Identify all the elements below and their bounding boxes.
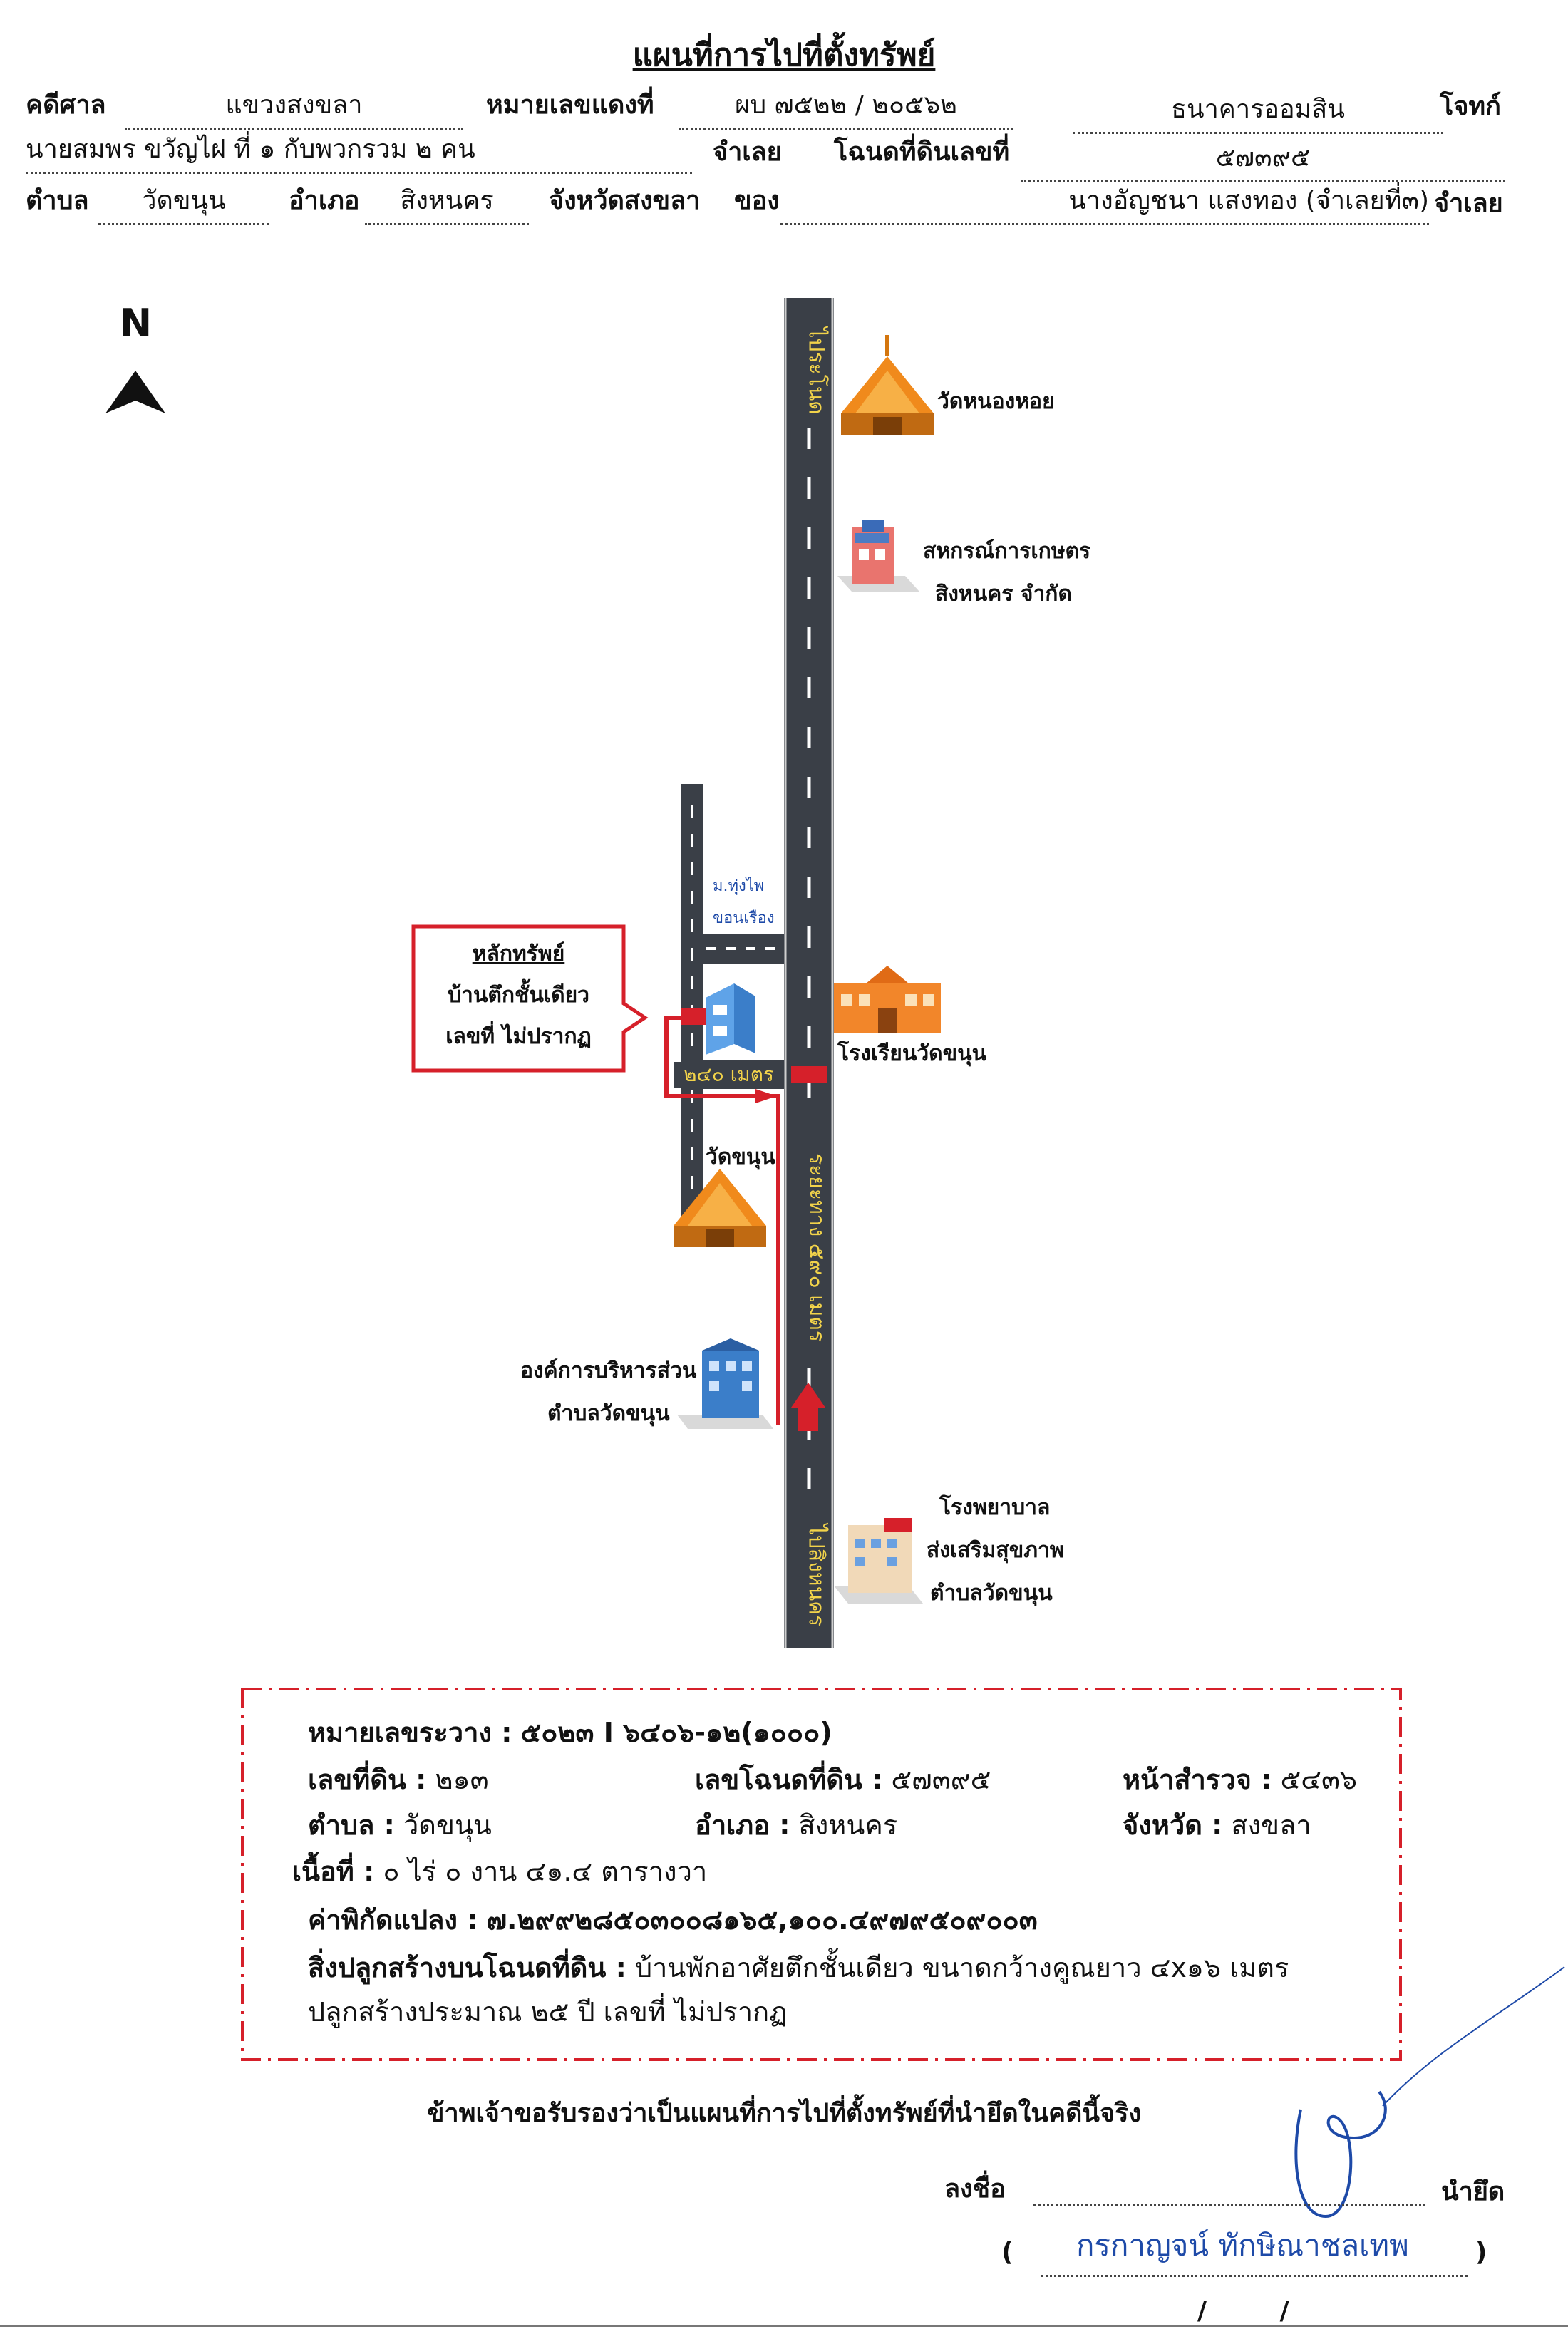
sign-role: นำยึด [1441, 2177, 1505, 2206]
info-province: จังหวัด : สงขลา [1123, 1803, 1311, 1847]
paren-open: ( [1001, 2238, 1013, 2267]
property-callout [411, 924, 649, 1073]
handwritten-note-1: ม.ทุ่งไพ [713, 877, 765, 895]
info-district-label: อำเภอ : [695, 1809, 790, 1841]
info-coord: ค่าพิกัดแปลง : ๗.๒๙๙๒๘๕๐๓๐๐๘๑๖๕,๑๐๐.๔๙๗๙… [308, 1898, 1038, 1941]
property-box-title: หลักทรัพย์ [472, 941, 565, 966]
landmark-hospital-line1: โรงพยาบาล [939, 1495, 1051, 1520]
info-area-label: เนื้อที่ : [292, 1856, 375, 1887]
bottom-edge-line [0, 2325, 1568, 2327]
defendant-label: จำเลย [713, 138, 782, 167]
certification-text: ข้าพเจ้าขอรับรองว่าเป็นแผนที่การไปที่ตั้… [426, 2099, 1142, 2128]
info-sheet-value: ๕๐๒๓ I ๖๔๐๖-๑๒(๑๐๐๐) [520, 1717, 832, 1748]
info-sheet-label: หมายเลขระวาง : [308, 1717, 512, 1748]
info-area-value: ๐ ไร่ ๐ งาน ๔๑.๔ ตารางวา [383, 1856, 708, 1887]
sao-building-icon [677, 1338, 773, 1429]
road-bottom-label: ไปสิงหนคร [803, 1524, 829, 1626]
info-survey: หน้าสำรวจ : ๕๔๓๖ [1123, 1757, 1357, 1801]
info-coord-label: ค่าพิกัดแปลง : [308, 1904, 478, 1936]
info-coord-value: ๗.๒๙๙๒๘๕๐๓๐๐๘๑๖๕,๑๐๐.๔๙๗๙๕๐๙๐๐๓ [486, 1904, 1038, 1936]
province-label: จังหวัดสงขลา [549, 186, 701, 215]
north-label: N [120, 301, 153, 346]
district-label: อำเภอ [289, 186, 360, 215]
north-arrow-icon [105, 371, 165, 413]
info-subdistrict: ตำบล : วัดขนุน [308, 1803, 492, 1847]
info-district-value: สิงหนคร [798, 1809, 898, 1841]
distance-side-label: ๒๔๐ เมตร [674, 1062, 784, 1088]
landmark-hospital-line2: ส่งเสริมสุขภาพ [927, 1538, 1064, 1563]
info-land-no-label: เลขที่ดิน : [308, 1764, 427, 1795]
info-land-no: เลขที่ดิน : ๒๑๓ [308, 1757, 489, 1801]
temple-icon-wat-nong-hoi [841, 335, 934, 435]
district-value: สิงหนคร [365, 180, 529, 225]
info-deed: เลขโฉนดที่ดิน : ๕๗๓๙๕ [695, 1757, 991, 1801]
case-no-label: หมายเลขแดงที่ [486, 91, 654, 120]
route-arrow-up-icon [791, 1383, 825, 1431]
property-building-icon [706, 983, 755, 1055]
property-box-line1: บ้านตึกชั้นเดียว [447, 983, 590, 1008]
info-subdistrict-value: วัดขนุน [403, 1809, 492, 1841]
info-district: อำเภอ : สิงหนคร [695, 1803, 897, 1847]
property-box-line2: เลขที่ ไม่ปรากฏ [445, 1024, 592, 1049]
handwritten-note-2: ขอนเรือง [713, 909, 775, 927]
distance-main-label: ระยะทาง ๕๙๐ เมตร [803, 1152, 829, 1342]
info-building-2: ปลูกสร้างประมาณ ๒๕ ปี เลขที่ ไม่ปรากฏ [308, 1996, 788, 2028]
road-top-label-wrap: ไประโนด [802, 314, 830, 428]
landmark-wat-khanun: วัดขนุน [706, 1145, 775, 1169]
distance-main-wrap: ระยะทาง ๕๙๐ เมตร [802, 1133, 830, 1361]
route-arrow-left-icon [791, 1066, 827, 1083]
subdistrict-value: วัดขนุน [98, 180, 269, 225]
road-bottom-label-wrap: ไปสิงหนคร [802, 1511, 830, 1639]
temple-icon-wat-khanun [674, 1169, 766, 1247]
signer-line [1041, 2273, 1468, 2277]
landmark-coop-line1: สหกรณ์การเกษตร [923, 539, 1091, 564]
page-title: แผนที่การไปที่ตั้งทรัพย์ [632, 37, 936, 73]
landmark-hospital-line3: ตำบลวัดขนุน [930, 1581, 1053, 1606]
info-area: เนื้อที่ : ๐ ไร่ ๐ งาน ๔๑.๔ ตารางวา [292, 1849, 707, 1893]
deed-label: โฉนดที่ดินเลขที่ [834, 138, 1010, 167]
info-box-border [241, 1688, 1402, 2061]
paren-close: ) [1475, 2238, 1487, 2267]
plaintiff-label: โจทก์ [1440, 92, 1501, 121]
subdistrict-label: ตำบล [26, 186, 89, 215]
main-road [784, 298, 834, 1648]
road-top-label: ไประโนด [803, 326, 829, 415]
landmark-school: โรงเรียนวัดขนุน [837, 1041, 987, 1066]
info-province-value: สงขลา [1231, 1809, 1311, 1841]
info-deed-value: ๕๗๓๙๕ [891, 1764, 991, 1795]
case-no-value: ผบ ๗๕๒๒ / ๒๐๕๖๒ [679, 84, 1013, 130]
info-survey-label: หน้าสำรวจ : [1123, 1764, 1272, 1795]
court-value: แขวงสงขลา [125, 84, 463, 130]
owner-value: นางอัญชนา แสงทอง (จำเลยที่๓) [780, 180, 1429, 225]
signer-name: กรกาญจน์ ทักษิณาชลเทพ [1076, 2228, 1409, 2263]
cooperative-building-icon [837, 520, 919, 592]
hospital-icon [834, 1518, 923, 1604]
info-building-value: บ้านพักอาศัยตึกชั้นเดียว ขนาดกว้างคูณยาว… [634, 1952, 1289, 1983]
date-slashes: / / [1197, 2296, 1289, 2325]
info-sheet-row: หมายเลขระวาง : ๕๐๒๓ I ๖๔๐๖-๑๒(๑๐๐๐) [308, 1710, 832, 1754]
landmark-coop-line2: สิงหนคร จำกัด [935, 582, 1072, 606]
court-label: คดีศาล [26, 91, 106, 120]
of-label: ของ [734, 186, 780, 215]
landmark-sao-line2: ตำบลวัดขนุน [547, 1401, 670, 1426]
landmark-sao-line1: องค์การบริหารส่วน [520, 1358, 697, 1383]
route-arrow-mid-icon [755, 1089, 777, 1103]
plaintiff-value: ธนาคารออมสิน [1073, 88, 1443, 134]
info-building: สิ่งปลูกสร้างบนโฉนดที่ดิน : บ้านพักอาศัย… [308, 1946, 1289, 1989]
owner-role: จำเลย [1434, 189, 1503, 218]
info-deed-label: เลขโฉนดที่ดิน : [695, 1764, 883, 1795]
defendant-value: นายสมพร ขวัญไฝ ที่ ๑ กับพวกรวม ๒ คน [26, 128, 692, 174]
info-building-label: สิ่งปลูกสร้างบนโฉนดที่ดิน : [308, 1952, 626, 1983]
sign-label: ลงชื่อ [944, 2174, 1006, 2204]
info-subdistrict-label: ตำบล : [308, 1809, 395, 1841]
info-province-label: จังหวัด : [1123, 1809, 1223, 1841]
info-land-no-value: ๒๑๓ [435, 1764, 489, 1795]
deed-value: ๕๗๓๙๕ [1021, 137, 1505, 182]
school-icon [834, 966, 941, 1033]
property-box-text: หลักทรัพย์ บ้านตึกชั้นเดียว เลขที่ ไม่ปร… [413, 934, 624, 1058]
info-survey-value: ๕๔๓๖ [1280, 1764, 1358, 1795]
signature-scribble [1294, 1966, 1565, 2219]
sign-line [1033, 2202, 1425, 2206]
landmark-wat-nong-hoi: วัดหนองหอย [937, 389, 1055, 414]
